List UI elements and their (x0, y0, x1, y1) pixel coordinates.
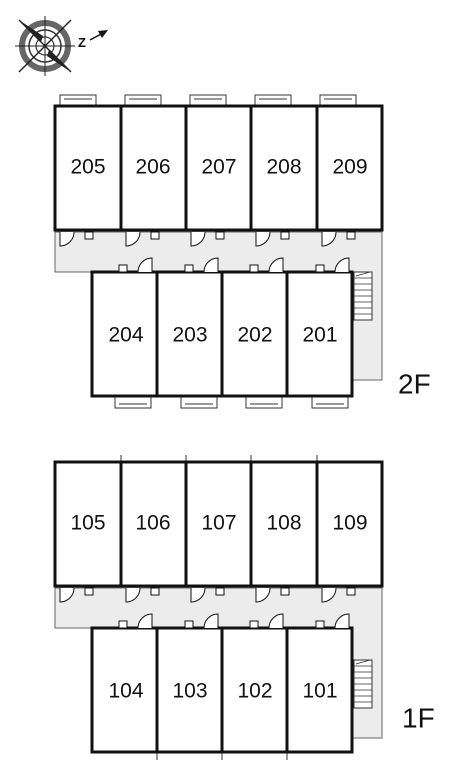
compass-rose-icon (15, 16, 75, 76)
room-107[interactable]: 107 (184, 460, 253, 588)
staircase (353, 659, 373, 709)
room-204[interactable]: 204 (90, 270, 159, 398)
balcony-row-back (59, 94, 357, 107)
room-number: 202 (237, 324, 272, 347)
room-number: 203 (172, 324, 207, 347)
compass: Z (15, 16, 108, 76)
room-number: 101 (302, 680, 337, 703)
room-106[interactable]: 106 (119, 460, 188, 588)
compass-arrow-head (98, 30, 108, 38)
room-number: 106 (135, 512, 170, 535)
room-104[interactable]: 104 (90, 626, 159, 754)
room-202[interactable]: 202 (220, 270, 289, 398)
floor-2f: 205 206 207 208 209 204 (53, 94, 431, 409)
room-number: 108 (266, 512, 301, 535)
room-208[interactable]: 208 (249, 104, 319, 232)
room-number: 104 (108, 680, 143, 703)
room-109[interactable]: 109 (315, 460, 384, 588)
room-number: 208 (266, 156, 301, 179)
staircase (353, 271, 373, 321)
room-203[interactable]: 203 (155, 270, 224, 398)
door-row-front (118, 257, 350, 273)
room-number: 209 (332, 156, 367, 179)
room-101[interactable]: 101 (285, 626, 354, 754)
floor-1f: 105 106 107 108 109 104 (53, 455, 435, 760)
room-number: 107 (201, 512, 236, 535)
room-102[interactable]: 102 (220, 626, 289, 754)
room-201[interactable]: 201 (285, 270, 354, 398)
room-number: 105 (70, 512, 105, 535)
room-206[interactable]: 206 (119, 104, 188, 232)
balcony-row-front (114, 396, 349, 409)
room-number: 109 (332, 512, 367, 535)
room-103[interactable]: 103 (155, 626, 224, 754)
door-row-front (118, 613, 350, 629)
room-number: 205 (70, 156, 105, 179)
floor-label: 2F (398, 368, 431, 399)
room-209[interactable]: 209 (315, 104, 384, 232)
room-205[interactable]: 205 (53, 104, 123, 232)
room-number: 206 (135, 156, 170, 179)
door-row-back (59, 231, 356, 247)
floor-label: 1F (402, 702, 435, 733)
room-number: 103 (172, 680, 207, 703)
room-number: 207 (201, 156, 236, 179)
room-number: 102 (237, 680, 272, 703)
room-105[interactable]: 105 (53, 460, 123, 588)
room-108[interactable]: 108 (249, 460, 319, 588)
door-row-back (59, 587, 356, 603)
compass-north-letter: Z (78, 35, 86, 50)
room-number: 204 (108, 324, 143, 347)
room-207[interactable]: 207 (184, 104, 253, 232)
room-number: 201 (302, 324, 337, 347)
